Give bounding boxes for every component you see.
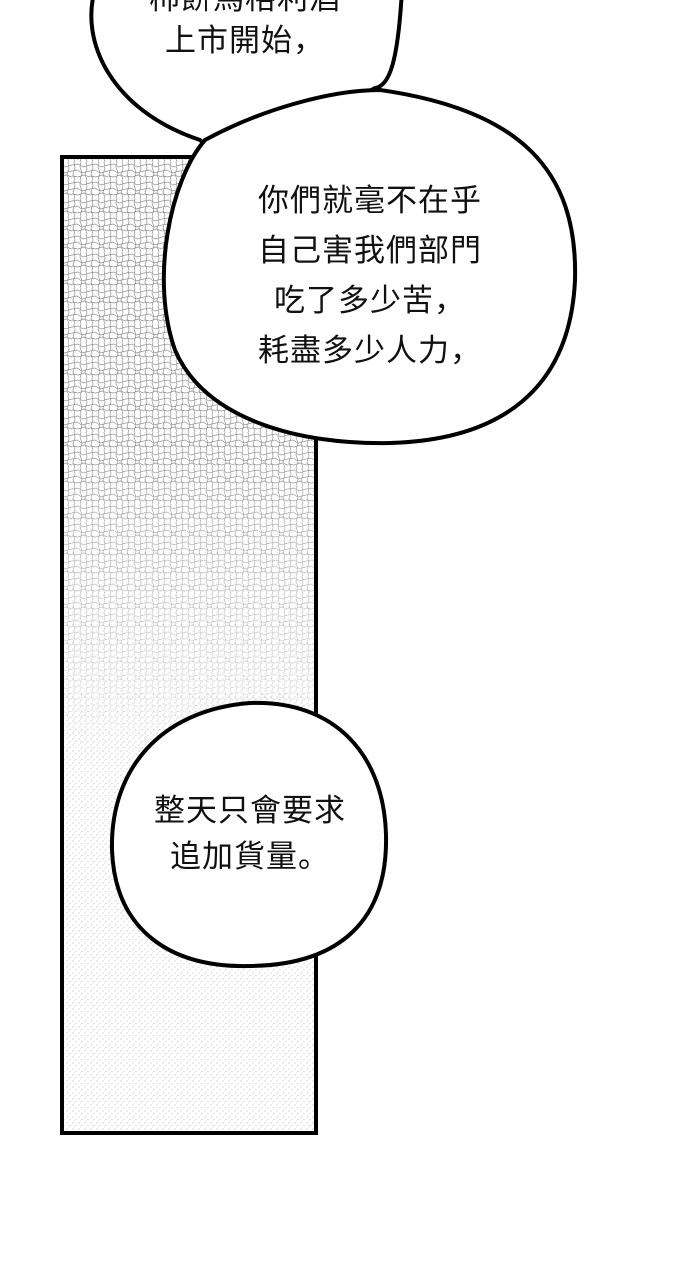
bubble-2-line-2: 自己害我們部門 xyxy=(258,233,482,269)
bubble-1-line-2: 上市開始， xyxy=(165,23,325,59)
speech-bubble-2 xyxy=(161,88,578,446)
bubble-3-text: 整天只會要求 追加貨量。 xyxy=(130,788,370,880)
bubble-1-text: 柿餅馬格利酒 上市開始， xyxy=(120,0,370,62)
bubble-2-text: 你們就毫不在乎 自己害我們部門 吃了多少苦， 耗盡多少人力， xyxy=(225,176,515,376)
bubble-2-line-4: 耗盡多少人力， xyxy=(258,333,482,369)
bubble-2-line-1: 你們就毫不在乎 xyxy=(258,183,482,219)
bubble-2-line-3: 吃了多少苦， xyxy=(274,283,466,319)
speech-bubble-3 xyxy=(109,700,389,969)
bubble-1-line-1: 柿餅馬格利酒 xyxy=(120,0,370,20)
bubble-3-line-1: 整天只會要求 xyxy=(154,793,346,829)
bubble-3-line-2: 追加貨量。 xyxy=(170,839,330,875)
